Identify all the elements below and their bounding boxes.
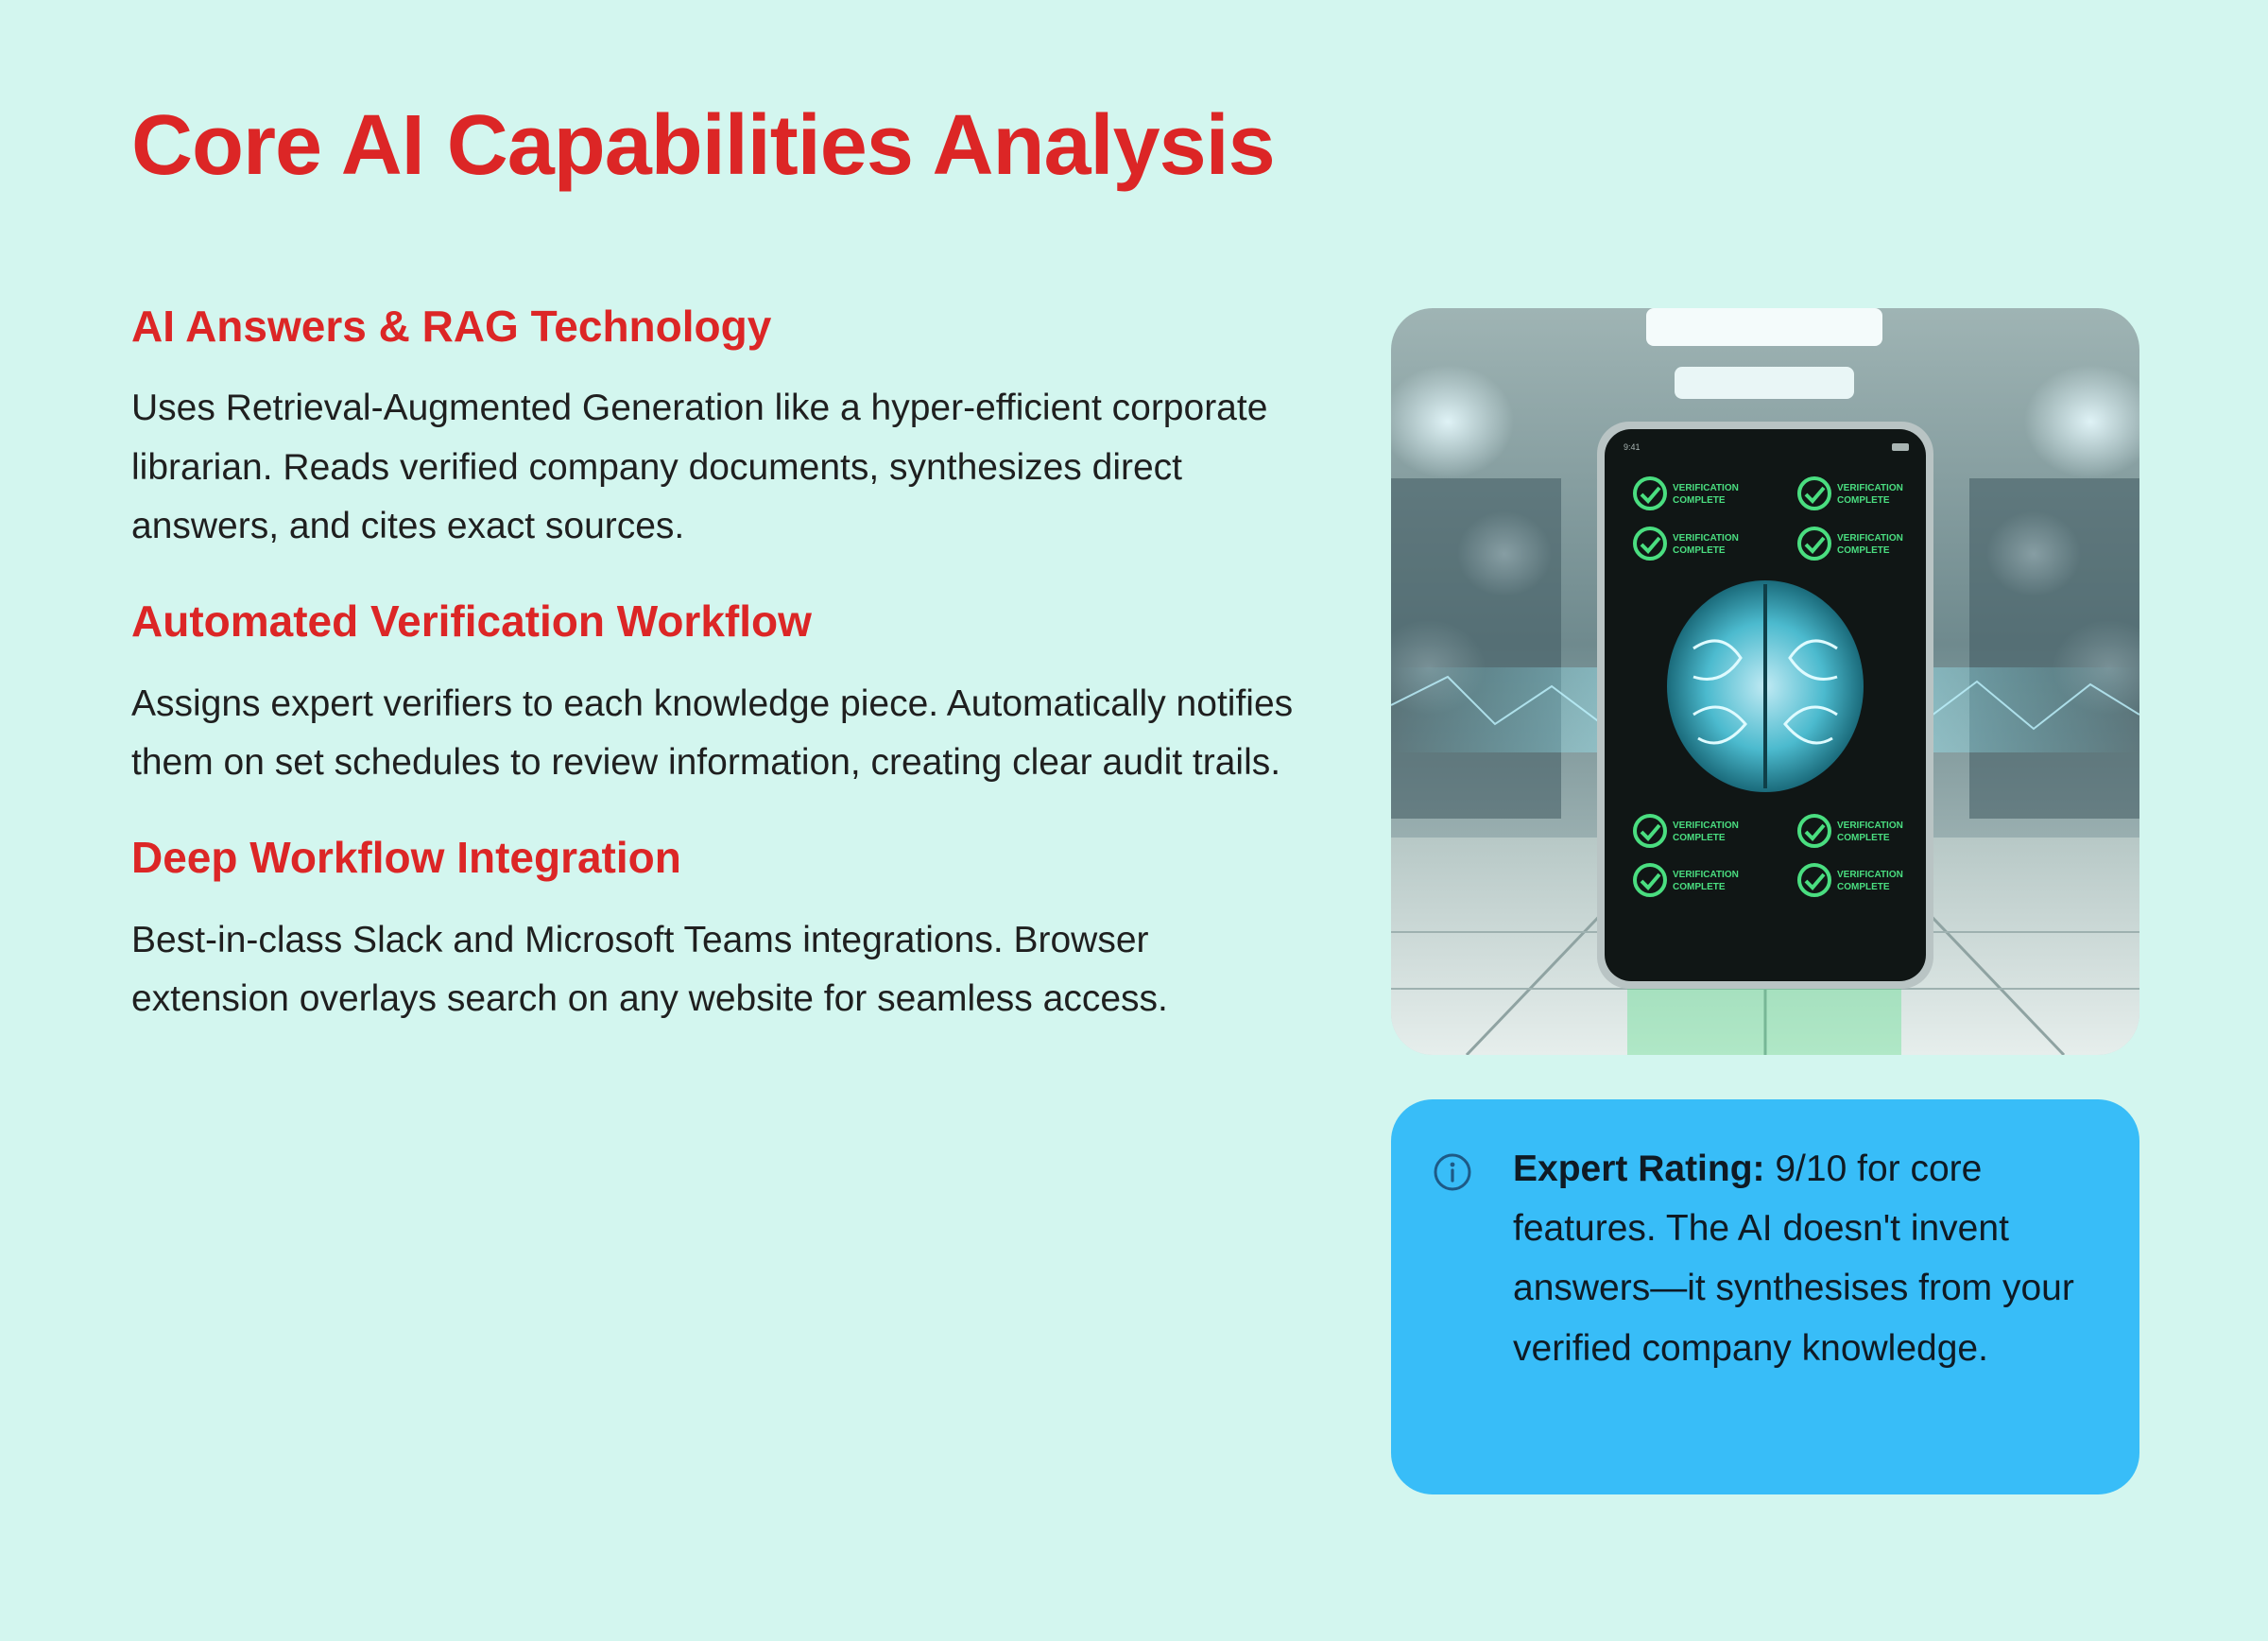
badge-label: VERIFICATION	[1673, 483, 1739, 493]
feature-description: Assigns expert verifiers to each knowled…	[131, 682, 1294, 783]
feature-heading: Deep Workflow Integration	[131, 833, 681, 883]
feature-heading: Automated Verification Workflow	[131, 596, 812, 647]
feature-integration: Deep Workflow Integration Best-in-class …	[131, 832, 1303, 1028]
badge-label: VERIFICATION	[1673, 533, 1739, 544]
badge-label: COMPLETE	[1837, 545, 1890, 556]
badge-label: COMPLETE	[1673, 495, 1726, 506]
verification-badge: VERIFICATION COMPLETE	[1797, 527, 1903, 561]
rating-label: Expert Rating:	[1513, 1149, 1765, 1189]
features-column: AI Answers & RAG Technology Uses Retriev…	[131, 301, 1303, 1068]
expert-rating-callout: Expert Rating: 9/10 for core features. T…	[1391, 1099, 2139, 1494]
feature-description: Best-in-class Slack and Microsoft Teams …	[131, 919, 1168, 1019]
badge-label: COMPLETE	[1837, 882, 1890, 892]
badge-label: VERIFICATION	[1837, 820, 1903, 831]
verification-badge: VERIFICATION COMPLETE	[1633, 527, 1739, 561]
badge-label: VERIFICATION	[1837, 483, 1903, 493]
verification-badge: VERIFICATION COMPLETE	[1797, 863, 1903, 897]
hero-illustration: 9:41 VERIFICATION COMPLETE VERIFICATION …	[1391, 308, 2139, 1055]
page-title: Core AI Capabilities Analysis	[131, 98, 1276, 193]
verification-badge: VERIFICATION COMPLETE	[1633, 476, 1739, 510]
rating-description: 9/10 for core features. The AI doesn't i…	[1513, 1149, 2074, 1369]
phone-status-time: 9:41	[1624, 442, 1641, 452]
verification-badge: VERIFICATION COMPLETE	[1797, 476, 1903, 510]
badge-label: VERIFICATION	[1673, 820, 1739, 831]
verification-badge: VERIFICATION COMPLETE	[1797, 814, 1903, 848]
badge-label: COMPLETE	[1673, 882, 1726, 892]
feature-heading: AI Answers & RAG Technology	[131, 302, 772, 351]
feature-verification: Automated Verification Workflow Assigns …	[131, 596, 1303, 792]
badge-label: VERIFICATION	[1837, 870, 1903, 880]
verification-badge: VERIFICATION COMPLETE	[1633, 863, 1739, 897]
feature-description: Uses Retrieval-Augmented Generation like…	[131, 388, 1268, 546]
badge-label: COMPLETE	[1673, 833, 1726, 843]
badge-label: COMPLETE	[1837, 495, 1890, 506]
badge-label: COMPLETE	[1673, 545, 1726, 556]
rating-text: Expert Rating: 9/10 for core features. T…	[1513, 1139, 2099, 1378]
info-icon	[1434, 1153, 1471, 1191]
feature-rag: AI Answers & RAG Technology Uses Retriev…	[131, 301, 1303, 556]
badge-label: COMPLETE	[1837, 833, 1890, 843]
verification-badge: VERIFICATION COMPLETE	[1633, 814, 1739, 848]
badge-label: VERIFICATION	[1673, 870, 1739, 880]
badge-label: VERIFICATION	[1837, 533, 1903, 544]
